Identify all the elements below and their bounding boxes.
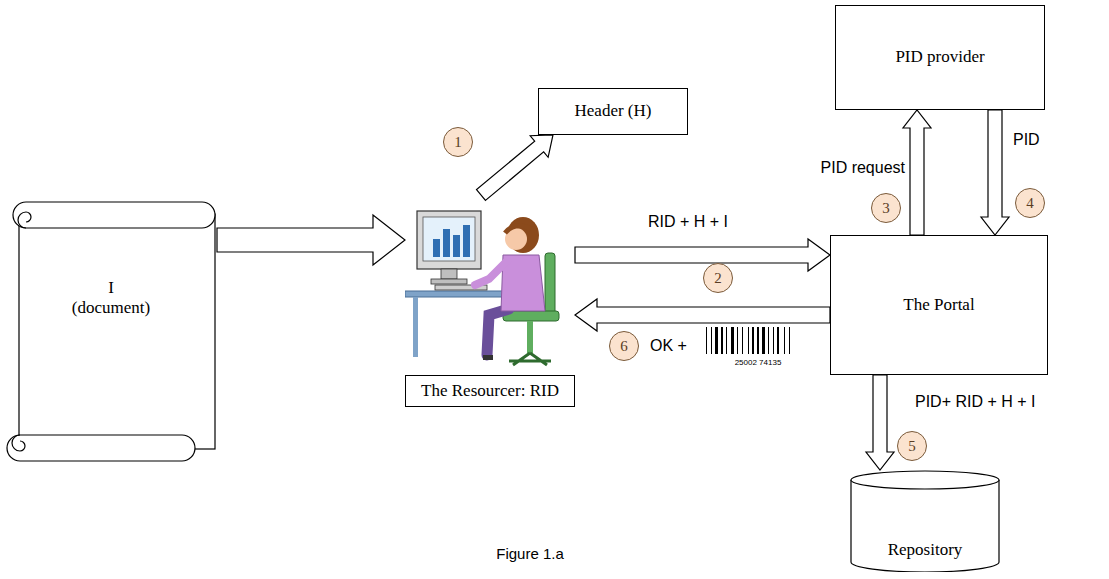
pid-provider-box: PID provider [835, 5, 1045, 110]
edge-label: PID+ RID + H + I [915, 392, 1035, 411]
portal-box: The Portal [830, 235, 1048, 375]
document-scroll: I(document) [5, 200, 217, 465]
edge-label: RID + H + I [648, 212, 728, 231]
header-box: Header (H) [538, 88, 688, 135]
callout-number: 4 [1015, 188, 1045, 218]
edge-label: PID [1013, 130, 1040, 149]
node-text: Repository [888, 540, 963, 560]
person-at-computer-illustration [405, 195, 575, 375]
block-arrow [903, 110, 931, 235]
scroll-outline [5, 200, 217, 465]
repository-cylinder: Repository [850, 470, 1000, 572]
node-text: I [108, 278, 114, 298]
callout-number: 6 [609, 331, 639, 361]
callout-number: 2 [703, 263, 733, 293]
block-arrow [477, 135, 553, 200]
barcode-image [703, 326, 813, 356]
block-arrow [575, 239, 830, 271]
callout-number: 5 [897, 431, 927, 461]
block-arrow [866, 375, 894, 470]
block-arrow [217, 215, 405, 265]
node-text: Header (H) [575, 101, 652, 121]
node-text: The Portal [903, 295, 974, 315]
node-text: The Resourcer: RID [421, 381, 559, 401]
barcode-digits: 25002 74135 [735, 358, 782, 367]
edge-label: PID request [821, 158, 905, 177]
resourcer-node: The Resourcer: RID [405, 195, 575, 407]
block-arrow [981, 110, 1009, 235]
node-text: PID provider [895, 47, 984, 67]
callout-number: 1 [443, 127, 473, 157]
resourcer-label-box: The Resourcer: RID [405, 375, 575, 407]
callout-number: 3 [871, 193, 901, 223]
figure-caption: Figure 1.a [496, 545, 564, 562]
node-text: (document) [72, 298, 150, 318]
edge-label: OK + [650, 336, 687, 355]
